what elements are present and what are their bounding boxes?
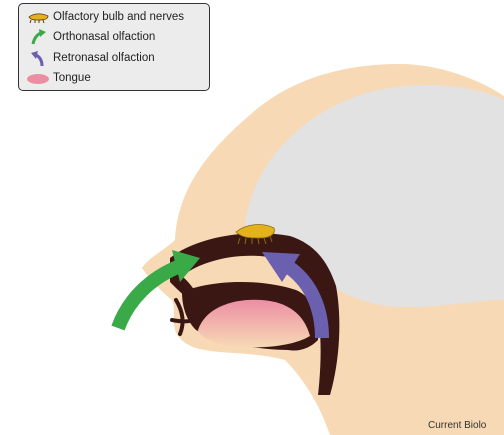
tongue-icon: [25, 69, 53, 87]
olfactory-bulb-icon: [25, 8, 53, 26]
legend-label-orthonasal: Orthonasal olfaction: [53, 31, 155, 43]
legend-item-tongue: Tongue: [25, 69, 91, 87]
legend-item-olfactory-bulb: Olfactory bulb and nerves: [25, 8, 184, 26]
purple-arrow-icon: [25, 49, 53, 67]
legend-label-tongue: Tongue: [53, 72, 91, 84]
green-arrow-icon: [25, 28, 53, 46]
legend-item-orthonasal: Orthonasal olfaction: [25, 28, 155, 46]
legend-label-olfactory-bulb: Olfactory bulb and nerves: [53, 11, 184, 23]
legend-label-retronasal: Retronasal olfaction: [53, 52, 155, 64]
source-credit: Current Biolo: [428, 420, 486, 431]
legend: Olfactory bulb and nerves Orthonasal olf…: [18, 3, 210, 91]
legend-item-retronasal: Retronasal olfaction: [25, 49, 155, 67]
